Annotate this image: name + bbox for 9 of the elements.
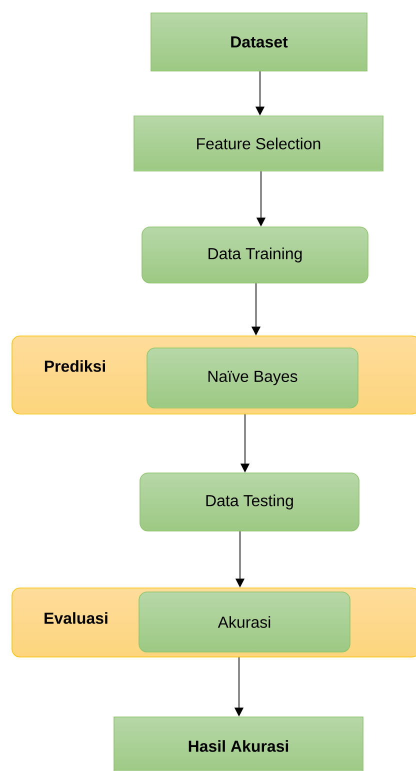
process-box: Feature Selection bbox=[134, 116, 384, 172]
process-box: Naïve Bayes bbox=[146, 348, 358, 408]
process-box: Hasil Akurasi bbox=[114, 716, 364, 771]
process-box: Data Testing bbox=[140, 472, 360, 532]
band-heading: Evaluasi bbox=[44, 612, 108, 624]
process-box: Dataset bbox=[150, 12, 368, 72]
process-box: Data Training bbox=[142, 226, 368, 284]
band-heading: Prediksi bbox=[44, 360, 105, 372]
process-box: Akurasi bbox=[138, 592, 350, 652]
